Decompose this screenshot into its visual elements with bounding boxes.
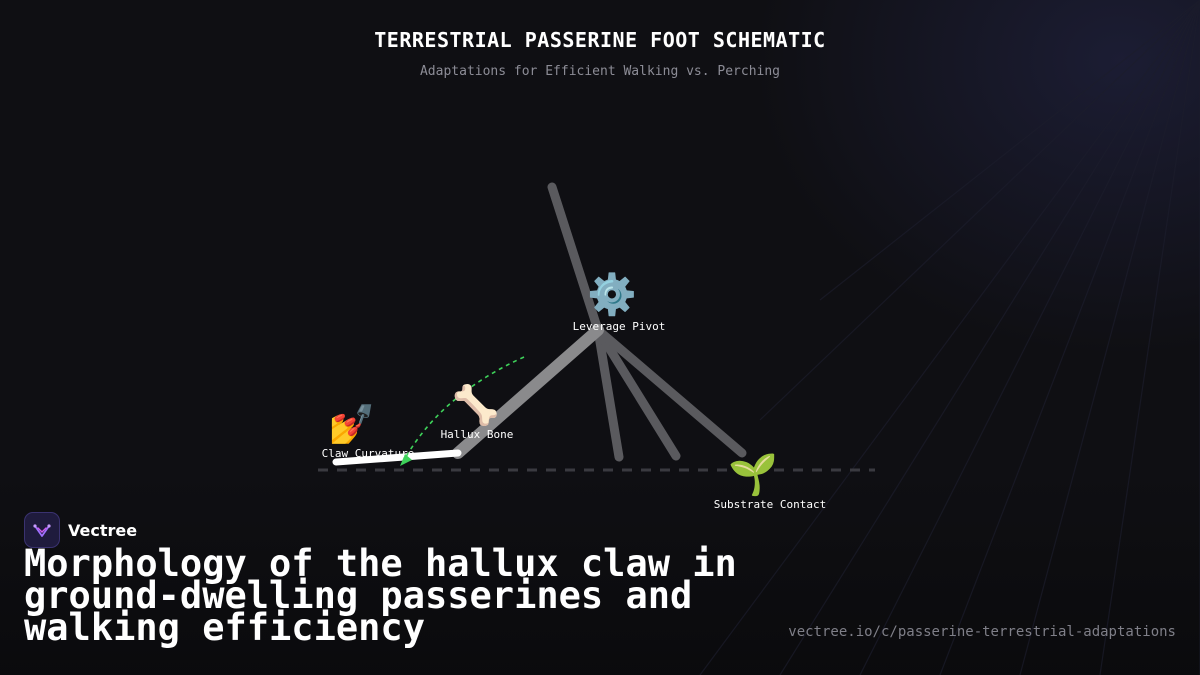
hallux-claw <box>332 449 462 466</box>
diagram-subtitle: Adaptations for Efficient Walking vs. Pe… <box>419 64 781 79</box>
nail-polish-icon: 💅 <box>328 402 375 446</box>
front-toe-middle <box>593 325 681 461</box>
label-substrate-contact: Substrate Contact <box>714 498 827 511</box>
gear-icon: ⚙️ <box>587 271 637 318</box>
hallux-segment <box>452 324 604 459</box>
bone-icon: 🦴 <box>452 382 499 427</box>
label-leverage-pivot: Leverage Pivot <box>573 320 666 333</box>
brand-name: Vectree <box>68 520 138 540</box>
front-toe-inner <box>593 325 624 462</box>
front-toe-outer <box>593 325 747 458</box>
label-claw-curvature: Claw Curvature <box>322 447 415 460</box>
claw-curvature-arc <box>402 356 525 463</box>
arc-arrowhead <box>400 454 412 466</box>
diagram-title: TERRESTRIAL PASSERINE FOOT SCHEMATIC <box>374 28 826 52</box>
source-url[interactable]: vectree.io/c/passerine-terrestrial-adapt… <box>788 624 1176 640</box>
seedling-icon: 🌱 <box>728 452 778 498</box>
tarsus-segment <box>547 182 603 335</box>
label-hallux-bone: Hallux Bone <box>441 428 514 441</box>
brand: Vectree <box>24 512 137 548</box>
vectree-logo-icon <box>24 512 60 548</box>
page-headline: Morphology of the hallux claw in ground-… <box>24 542 737 649</box>
